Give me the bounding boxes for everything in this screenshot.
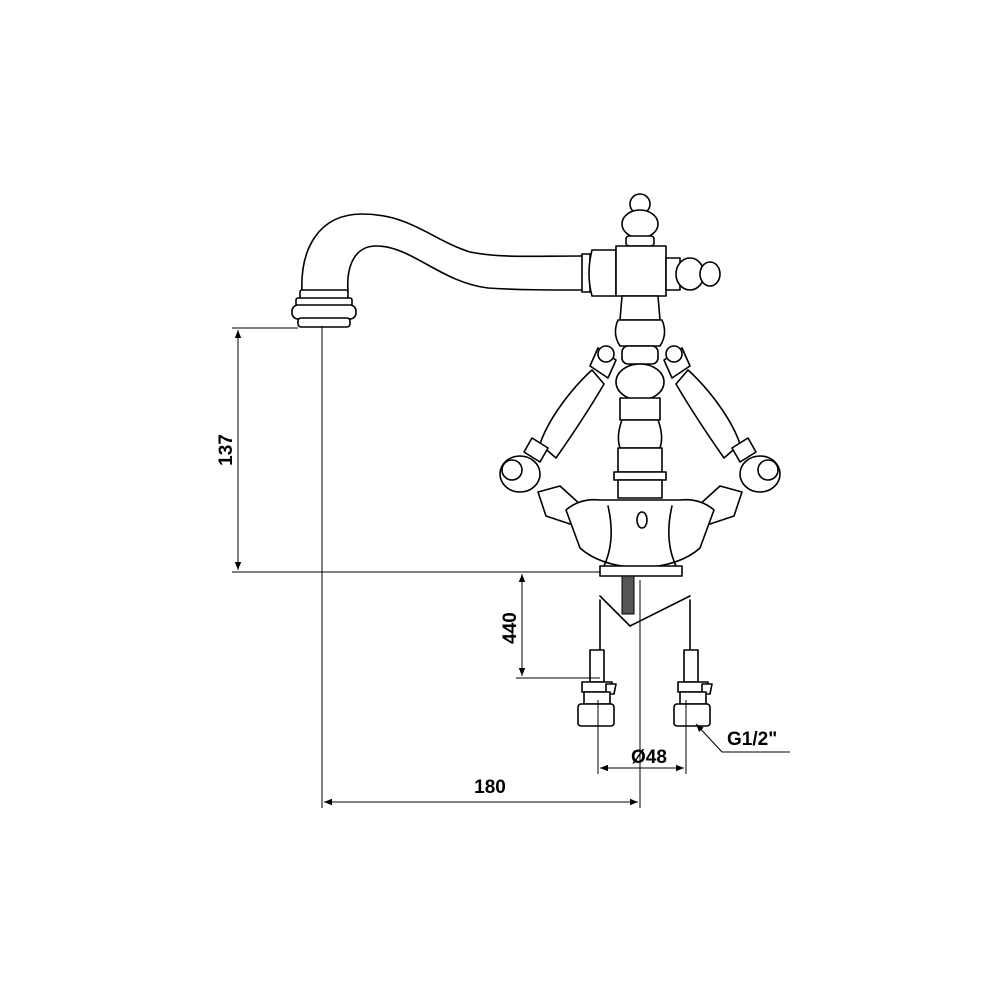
mounting-assembly — [577, 575, 713, 727]
aerator — [291, 289, 357, 328]
dimension-label-180: 180 — [474, 777, 506, 798]
left-handle — [499, 345, 617, 525]
spout — [301, 213, 591, 293]
dimension-label-440: 440 — [500, 612, 521, 644]
faucet-body — [588, 193, 721, 499]
dimension-label-d48: Ø48 — [631, 747, 667, 768]
thread-label: G1/2" — [727, 729, 777, 750]
dimension-label-137: 137 — [216, 434, 237, 466]
right-handle — [663, 345, 781, 525]
valve-base — [565, 498, 715, 577]
thread-leader — [695, 723, 723, 753]
